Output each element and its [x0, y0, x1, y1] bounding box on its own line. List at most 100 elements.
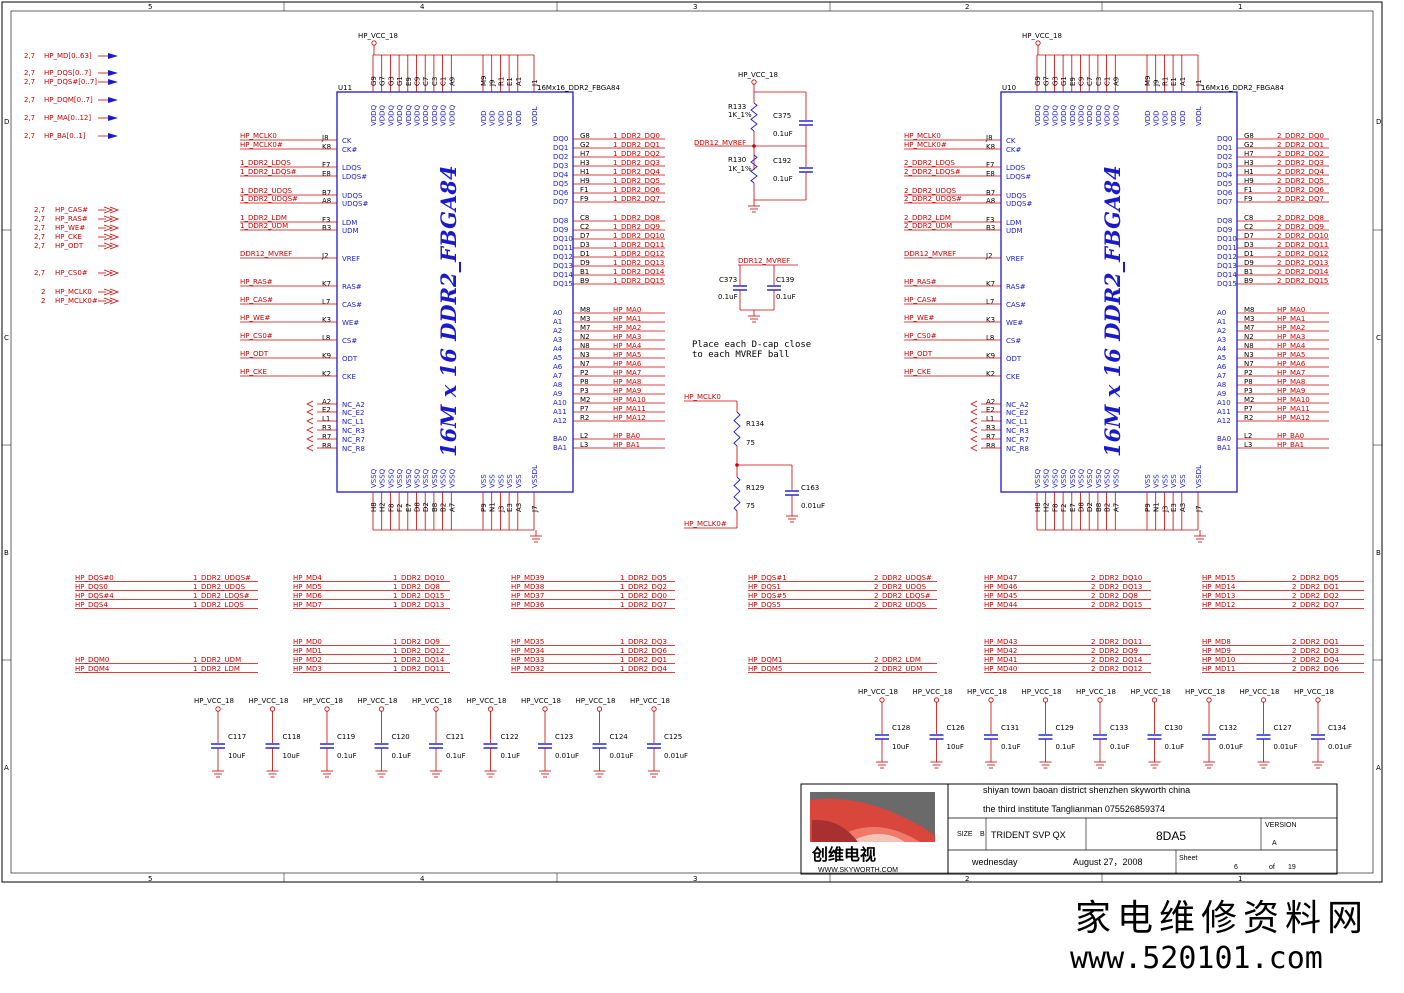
- pin-name: DQ8: [1217, 217, 1232, 225]
- pin-name: DQ13: [1217, 262, 1237, 270]
- pin-number: B1: [1244, 268, 1253, 276]
- map-right-net: 2_DDR2_LDM: [874, 656, 921, 664]
- pin-name: VSSQ: [1043, 468, 1051, 488]
- r-top-val: 1K_1%: [728, 111, 752, 119]
- pin-number: P3: [580, 387, 589, 395]
- offpage-arrow: [103, 224, 120, 232]
- map-left-net: HP_MD0: [293, 638, 322, 646]
- pin-name: DQ13: [553, 262, 573, 270]
- pin-number: G9: [1034, 76, 1042, 86]
- pin-number: H8: [1034, 502, 1042, 512]
- power-symbol: [1151, 697, 1158, 703]
- net-label: HP_CKE: [904, 368, 931, 376]
- pin-number: C2: [580, 223, 589, 231]
- net-label: HP_BA0: [613, 432, 640, 440]
- map-right-net: 1_DDR2_DQ3: [620, 638, 667, 646]
- net-label: 2_DDR2_UDM: [904, 222, 952, 230]
- pin-name: CK#: [1006, 146, 1021, 154]
- pin-number: D7: [1244, 232, 1254, 240]
- pin-number: C8: [580, 214, 589, 222]
- net-label: 2_DDR2_DQ6: [1277, 186, 1324, 194]
- pin-name: DQ11: [553, 244, 573, 252]
- pin-name: A8: [1217, 381, 1226, 389]
- map-right-net: 1_DDR2_DQ1: [620, 656, 667, 664]
- pin-number: L7: [986, 298, 994, 306]
- power-symbol: [1042, 697, 1049, 703]
- power-symbol: [596, 706, 603, 712]
- map-left-net: HP_MD12: [1202, 601, 1235, 609]
- version-label: VERSION: [1265, 822, 1297, 829]
- pin-number: C7: [422, 77, 430, 86]
- pin-name: DQ4: [553, 171, 569, 179]
- power-symbol: [1260, 697, 1267, 703]
- power-symbol: [487, 706, 494, 712]
- offpage-sheet-ref: 2,7: [34, 242, 45, 250]
- net-label: HP_MA8: [1277, 378, 1305, 386]
- pin-name: A10: [1217, 399, 1231, 407]
- pin-name: ODT: [1006, 355, 1022, 363]
- nc-marker: [970, 426, 978, 434]
- power-symbol: [1035, 40, 1041, 46]
- version-value: A: [1272, 840, 1277, 847]
- pin-number: E9: [405, 77, 413, 86]
- pin-number: J9: [489, 79, 497, 87]
- c-val: 0.01uF: [801, 502, 825, 510]
- pin-name: VSSQ: [414, 468, 422, 488]
- net-label: HP_MA1: [613, 315, 641, 323]
- pin-number: H2: [379, 502, 387, 512]
- pin-name: VSSQ: [370, 468, 378, 488]
- pin-number: D1: [580, 250, 590, 258]
- map-right-net: 1_DDR2_DQ13: [393, 601, 444, 609]
- map-right-net: 2_DDR2_LDQS#: [874, 592, 931, 600]
- pin-name: VSS: [1170, 474, 1178, 488]
- pin-name: VDDQ: [1095, 104, 1103, 126]
- net-label: 2_DDR2_DQ15: [1277, 277, 1328, 285]
- pin-number: A1: [515, 77, 523, 86]
- pin-number: L7: [322, 298, 330, 306]
- map-left-net: HP_MD46: [984, 583, 1018, 591]
- pin-name: NC_E2: [1006, 409, 1029, 417]
- pin-number: G1: [1060, 76, 1068, 86]
- r2-val: 75: [746, 502, 755, 510]
- offpage-arrow: [108, 70, 118, 76]
- net-label: HP_MA10: [1277, 396, 1310, 404]
- pin-number: N3: [580, 351, 590, 359]
- cap-ref: C123: [555, 733, 573, 741]
- pin-number: B9: [1244, 277, 1253, 285]
- map-left-net: HP_DQM0: [75, 656, 109, 664]
- net-label: HP_MA12: [1277, 414, 1310, 422]
- watermark-url: www.520101.com: [1070, 941, 1323, 976]
- map-right-net: 1_DDR2_DQ14: [393, 656, 445, 664]
- pin-number: P3: [1244, 387, 1253, 395]
- pin-number: J1: [1195, 79, 1203, 87]
- pin-number: E2: [986, 406, 995, 414]
- map-right-net: 1_DDR2_UDQS#: [193, 574, 251, 582]
- net-label: 1_DDR2_DQ4: [613, 168, 660, 176]
- net-label: 1_DDR2_DQ7: [613, 195, 660, 203]
- pin-name: VSSQ: [1051, 468, 1059, 488]
- pin-number: B7: [986, 189, 995, 197]
- net-label: HP_MA3: [1277, 333, 1305, 341]
- size-value: B: [980, 831, 985, 838]
- pin-number: A3: [515, 503, 523, 512]
- net-label: HP_MA4: [1277, 342, 1306, 350]
- pin-number: J8: [985, 134, 993, 142]
- pin-name: NC_R7: [342, 436, 365, 444]
- resistor: [750, 154, 758, 184]
- cap-ref: C120: [392, 733, 410, 741]
- pin-name: CK: [342, 137, 352, 145]
- pin-name: VDDQ: [1060, 104, 1068, 126]
- net-label: HP_MA6: [1277, 360, 1306, 368]
- net-label: HP_MCLK0: [904, 132, 941, 140]
- pin-number: H2: [1043, 502, 1051, 512]
- net-label: HP_WE#: [240, 314, 270, 322]
- net-label: 1_DDR2_DQ9: [613, 223, 660, 231]
- offpage-net: HP_DQS#[0..7]: [44, 78, 97, 86]
- power-symbol: [651, 706, 657, 712]
- pin-number: E7: [1069, 503, 1077, 512]
- pin-name: VSS: [489, 474, 497, 488]
- zone-row-left: D: [4, 118, 9, 126]
- pin-number: K2: [322, 370, 331, 378]
- pin-name: A9: [1217, 390, 1226, 398]
- pin-number: K8: [986, 143, 995, 151]
